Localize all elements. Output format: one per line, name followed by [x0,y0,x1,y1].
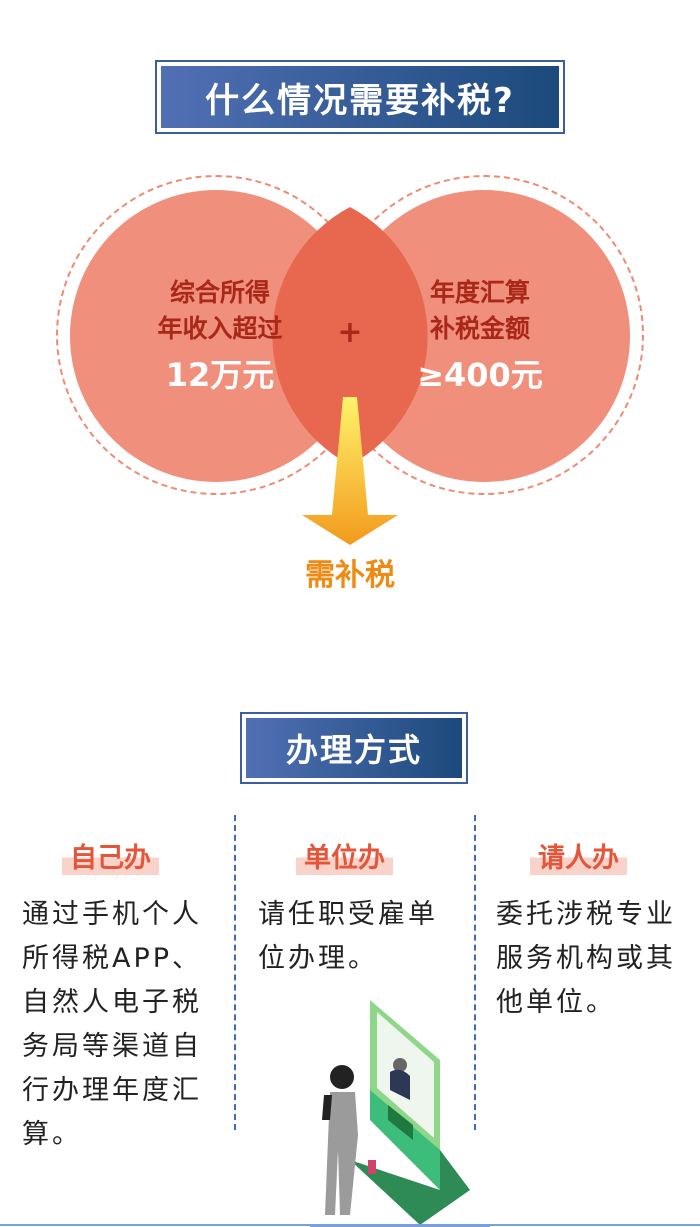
bottom-line [0,1224,700,1226]
right-line1: 年度汇算 [429,278,530,307]
column-divider [474,815,476,1130]
column-heading-agent: 请人办 [530,836,627,875]
column-body-agent: 委托涉税专业服务机构或其他单位。 [496,899,676,1018]
left-line2: 年收入超过 [157,314,283,343]
section2-title-box: 办理方式 [240,712,468,784]
person-at-kiosk-illustration [310,1000,490,1227]
right-amount: ≥400元 [417,356,543,394]
left-circle-text: 综合所得 年收入超过 12万元 [120,275,320,393]
column-heading-employer: 单位办 [296,836,393,875]
section-title-box: 什么情况需要补税? [155,60,565,134]
left-line1: 综合所得 [169,278,270,307]
column-divider [234,815,236,1130]
intersection [272,207,428,545]
down-arrow-icon [302,397,398,545]
result-label: 需补税 [305,558,395,593]
plus-sign: + [337,315,363,350]
column-body-self: 通过手机个人所得税APP、自然人电子税务局等渠道自行办理年度汇算。 [22,899,203,1150]
column-heading-self: 自己办 [62,836,159,875]
section-title: 什么情况需要补税? [161,66,559,128]
section2-title: 办理方式 [246,718,462,778]
right-line2: 补税金额 [429,314,530,343]
column-body-employer: 请任职受雇单位办理。 [258,899,438,974]
right-circle-text: 年度汇算 补税金额 ≥400元 [380,275,580,393]
left-amount: 12万元 [165,356,275,394]
